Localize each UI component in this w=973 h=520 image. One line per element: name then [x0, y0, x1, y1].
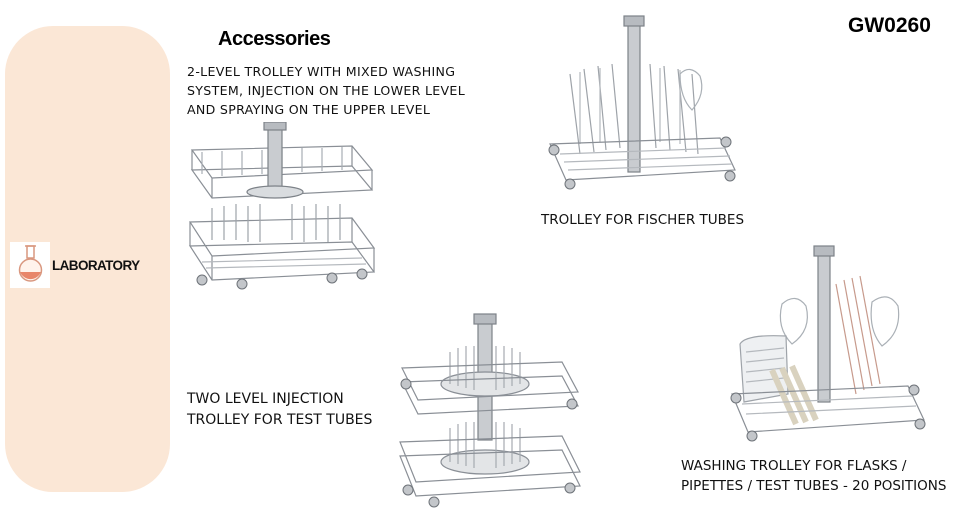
- caption-line: TROLLEY FOR FISCHER TUBES: [541, 212, 745, 228]
- caption-line: TROLLEY FOR TEST TUBES: [187, 411, 373, 428]
- caption-line: 2-LEVEL TROLLEY WITH MIXED WASHING: [187, 64, 456, 79]
- product-caption-mixed-trolley: 2-LEVEL TROLLEY WITH MIXED WASHING SYSTE…: [187, 62, 465, 119]
- caption-line: PIPETTES / TEST TUBES - 20 POSITIONS: [681, 478, 947, 494]
- laboratory-flask-icon: [18, 245, 43, 282]
- two-level-mixed-trolley-image: [188, 122, 376, 290]
- model-code: GW0260: [848, 14, 931, 37]
- product-caption-flasks-trolley: WASHING TROLLEY FOR FLASKS / PIPETTES / …: [681, 456, 946, 496]
- product-caption-test-tubes-trolley: TWO LEVEL INJECTION TROLLEY FOR TEST TUB…: [187, 389, 372, 430]
- fischer-tubes-trolley-image: [548, 15, 736, 190]
- flasks-pipettes-trolley-image: [730, 245, 926, 442]
- sidebar-category-label: LABORATORY: [52, 258, 140, 273]
- caption-line: AND SPRAYING ON THE UPPER LEVEL: [187, 102, 431, 117]
- page-title: Accessories: [218, 28, 331, 50]
- caption-line: SYSTEM, INJECTION ON THE LOWER LEVEL: [187, 83, 466, 98]
- product-caption-fischer-trolley: TROLLEY FOR FISCHER TUBES: [541, 211, 744, 230]
- test-tubes-injection-trolley-image: [399, 313, 581, 508]
- laboratory-badge: [10, 242, 50, 288]
- caption-line: TWO LEVEL INJECTION: [187, 391, 344, 407]
- caption-line: WASHING TROLLEY FOR FLASKS /: [681, 458, 907, 474]
